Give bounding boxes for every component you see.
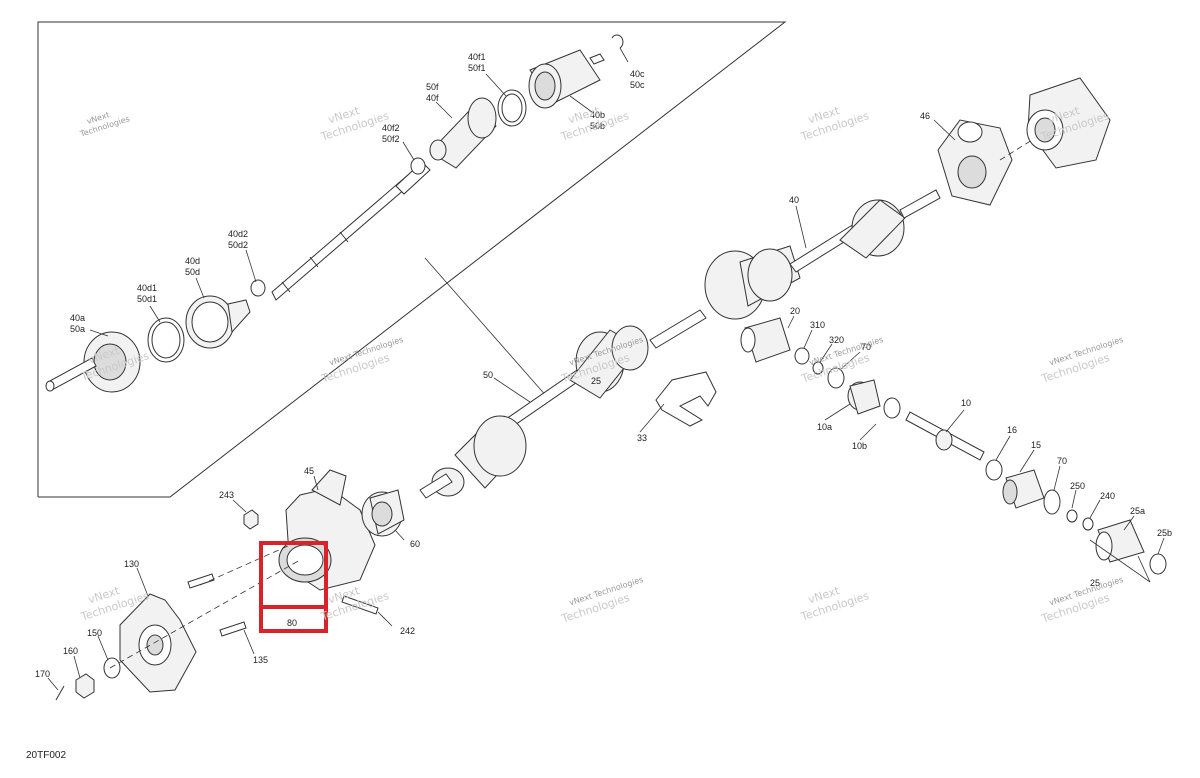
label-310: 310	[810, 320, 825, 330]
inset-axle-assembly	[45, 34, 624, 393]
label-40d1: 40d1	[137, 283, 157, 293]
label-50f1: 50f1	[468, 63, 486, 73]
label-10: 10	[961, 398, 971, 408]
label-60: 60	[410, 539, 420, 549]
bracket-33	[655, 371, 717, 427]
label-50d1: 50d1	[137, 294, 157, 304]
front-drive-shaft	[419, 189, 941, 499]
lower-knuckle-hub	[55, 469, 405, 701]
label-16: 16	[1007, 425, 1017, 435]
label-50c: 50c	[630, 80, 645, 90]
label-10b: 10b	[852, 441, 867, 451]
label-40: 40	[789, 195, 799, 205]
label-25-lower: 25	[1090, 578, 1100, 588]
label-50f2: 50f2	[382, 134, 400, 144]
highlight-box-80-label	[259, 605, 328, 633]
label-50a: 50a	[70, 324, 85, 334]
label-46: 46	[920, 111, 930, 121]
upper-knuckle-hub	[937, 77, 1111, 206]
label-40d: 40d	[185, 256, 200, 266]
label-40f1: 40f1	[468, 52, 486, 62]
label-70-lower: 70	[1057, 456, 1067, 466]
label-240: 240	[1100, 491, 1115, 501]
label-150: 150	[87, 628, 102, 638]
label-40b: 40b	[590, 110, 605, 120]
diagram-id: 20TF002	[26, 750, 67, 761]
label-15: 15	[1031, 440, 1041, 450]
label-243: 243	[219, 490, 234, 500]
label-70-upper: 70	[861, 342, 871, 352]
label-40f: 40f	[426, 93, 439, 103]
label-135: 135	[253, 655, 268, 665]
label-160: 160	[63, 646, 78, 656]
label-242: 242	[400, 626, 415, 636]
label-50: 50	[483, 370, 493, 380]
label-40d2: 40d2	[228, 229, 248, 239]
label-320: 320	[829, 335, 844, 345]
label-33: 33	[637, 433, 647, 443]
label-40a: 40a	[70, 313, 85, 323]
leader-lines	[47, 47, 1165, 691]
label-25-mid: 25	[591, 376, 601, 386]
label-25b: 25b	[1157, 528, 1172, 538]
inset-panel	[37, 21, 787, 498]
label-170: 170	[35, 669, 50, 679]
label-25a: 25a	[1130, 506, 1145, 516]
label-50d2: 50d2	[228, 240, 248, 250]
label-40f2: 40f2	[382, 123, 400, 133]
label-50b: 50b	[590, 121, 605, 131]
label-20: 20	[790, 306, 800, 316]
part-labels: 40f1 50f1 40c 50c 50f 40f 40b 50b 40f2 5…	[35, 52, 1172, 679]
label-250: 250	[1070, 481, 1085, 491]
label-10a: 10a	[817, 422, 832, 432]
label-80: 80	[287, 618, 297, 628]
label-50d: 50d	[185, 267, 200, 277]
gear-parts	[740, 317, 1167, 583]
label-40c: 40c	[630, 69, 645, 79]
label-130: 130	[124, 559, 139, 569]
label-45: 45	[304, 466, 314, 476]
highlight-boxes	[259, 541, 328, 633]
label-50f: 50f	[426, 82, 439, 92]
